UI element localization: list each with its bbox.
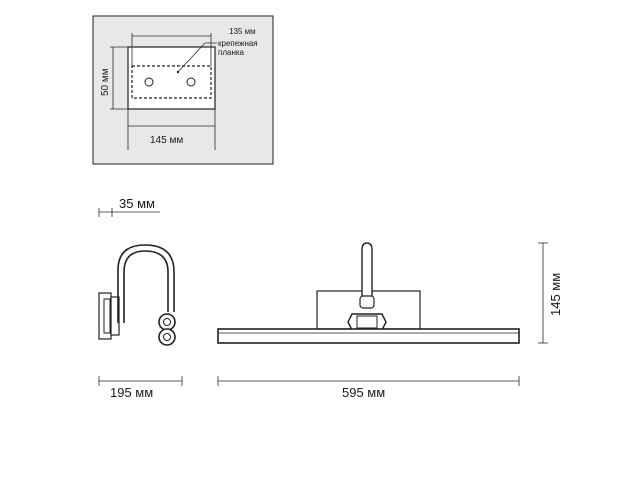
leader-line-strip bbox=[177, 42, 217, 73]
joint-upper bbox=[158, 313, 176, 331]
mount-plate-panel: 135 мм крепежная планка 50 мм 145 мм bbox=[92, 15, 274, 165]
label-145-front: 145 мм bbox=[548, 273, 563, 316]
front-arm bbox=[361, 242, 373, 305]
joint-lower bbox=[158, 328, 176, 346]
mounting-strip bbox=[131, 65, 212, 99]
label-strip-1: крепежная bbox=[218, 39, 258, 48]
joint-upper-inner bbox=[163, 318, 171, 326]
front-view: 595 мм 145 мм bbox=[217, 242, 563, 400]
mounting-plate bbox=[127, 46, 216, 110]
wall-block bbox=[98, 292, 112, 340]
side-view: 35 мм 195 мм bbox=[98, 196, 183, 400]
front-arm-joint bbox=[359, 295, 375, 309]
label-145-plate: 145 мм bbox=[150, 135, 183, 146]
screw-hole-right bbox=[186, 77, 196, 87]
lamp-bar bbox=[217, 328, 520, 344]
label-135: 135 мм bbox=[229, 27, 256, 36]
label-195: 195 мм bbox=[110, 385, 153, 400]
arm-outer bbox=[117, 244, 175, 323]
arm-base bbox=[110, 296, 120, 336]
label-35: 35 мм bbox=[119, 196, 155, 211]
label-strip-2: планка bbox=[218, 48, 245, 57]
label-50: 50 мм bbox=[100, 68, 111, 96]
front-nut-inner bbox=[356, 315, 378, 329]
arm-inner bbox=[123, 250, 169, 323]
wall-block-inner bbox=[103, 298, 111, 334]
joint-lower-inner bbox=[163, 333, 171, 341]
screw-hole-left bbox=[144, 77, 154, 87]
label-595: 595 мм bbox=[342, 385, 385, 400]
